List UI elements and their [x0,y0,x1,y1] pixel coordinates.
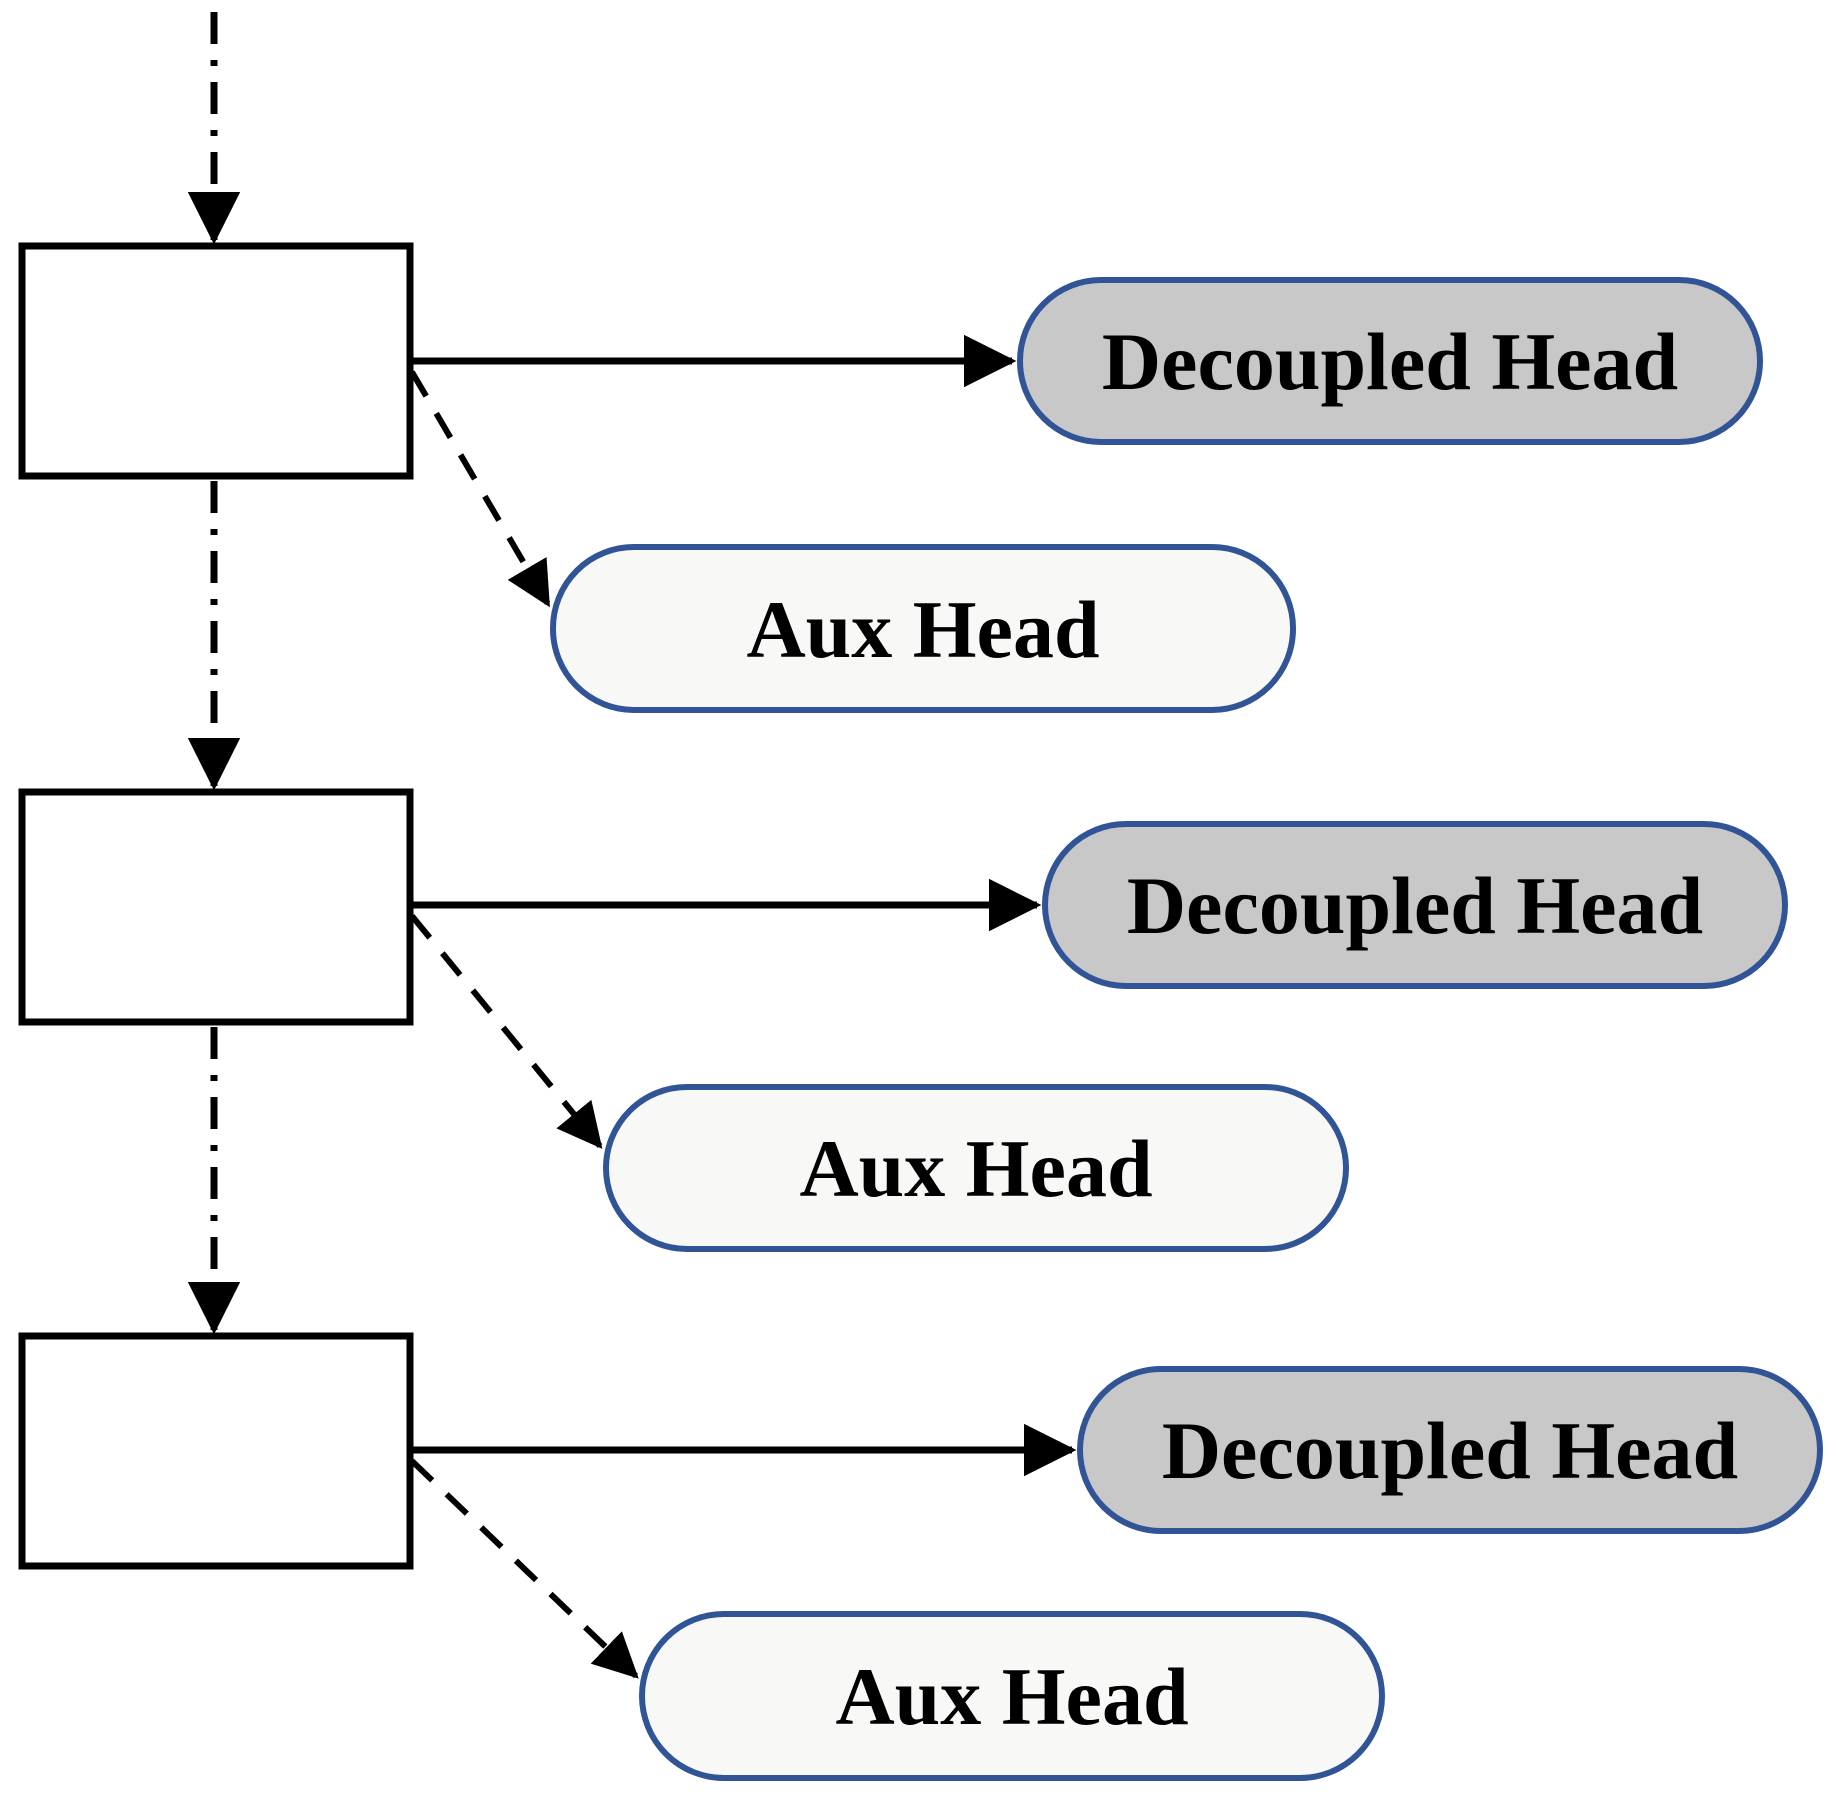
aux-head-label-1: Aux Head [746,584,1099,675]
decoupled-head-label-2: Decoupled Head [1127,860,1703,951]
aux-head-pill-1 [550,544,1296,713]
aux-head-pill-2 [603,1084,1349,1252]
aux-head-label-3: Aux Head [835,1651,1188,1742]
aux-head-label-2: Aux Head [799,1123,1152,1214]
feature-box-1 [18,242,414,480]
decoupled-head-pill-1 [1017,277,1763,445]
decoupled-head-pill-2 [1042,821,1788,989]
aux-head-pill-3 [639,1611,1385,1781]
aux-head-arrow-1 [409,370,551,608]
decoupled-head-label-1: Decoupled Head [1102,316,1678,407]
feature-box-2 [18,788,414,1026]
feature-box-3 [18,1332,414,1570]
aux-head-arrow-2 [409,914,603,1149]
decoupled-head-label-3: Decoupled Head [1162,1405,1738,1496]
decoupled-head-pill-3 [1077,1366,1823,1534]
aux-head-arrow-3 [409,1458,639,1679]
